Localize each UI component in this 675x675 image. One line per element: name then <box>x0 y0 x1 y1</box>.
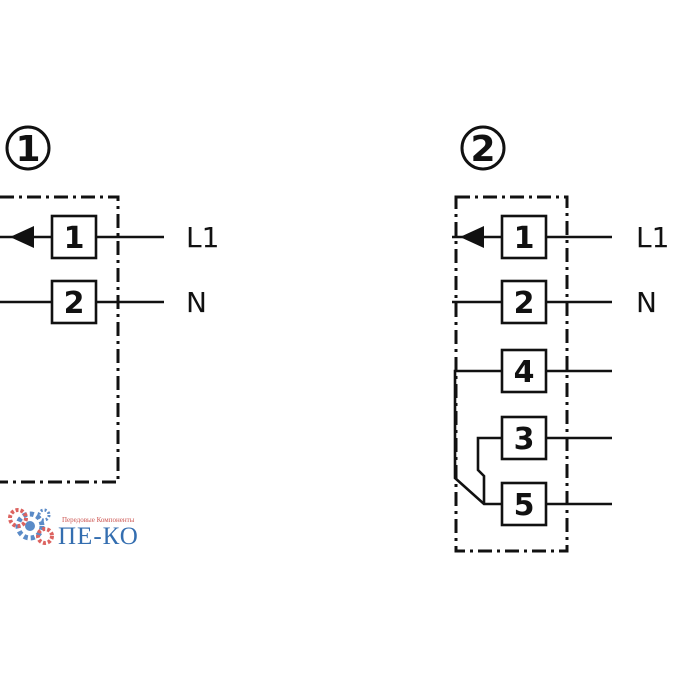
signal-label: L1 <box>186 221 219 254</box>
terminal-label: 1 <box>64 221 85 256</box>
signal-label: N <box>186 286 207 319</box>
terminal-label: 3 <box>514 422 535 457</box>
watermark-logo: Передовые Компоненты ПЕ-КО <box>8 508 139 550</box>
logo-tagline: Передовые Компоненты <box>62 516 135 524</box>
diagram-2-terminal-row-1: 1 L1 <box>452 214 669 260</box>
arrow-left-icon <box>460 226 484 248</box>
diagram-2-number: 2 <box>470 129 495 170</box>
internal-wire-3-to-5 <box>476 436 502 504</box>
signal-label: L1 <box>636 221 669 254</box>
diagram-2-terminal-row-2: 2 N <box>452 279 657 325</box>
diagram-2-terminal-row-3: 3 <box>500 415 612 461</box>
terminal-label: 2 <box>514 286 535 321</box>
terminal-label: 2 <box>64 286 85 321</box>
terminal-box <box>500 415 548 461</box>
diagram-2: 2 1 L1 2 N 4 <box>452 125 669 553</box>
diagram-1-number-badge: 1 <box>5 125 51 171</box>
gear-icon <box>8 508 54 545</box>
signal-label: N <box>636 286 657 319</box>
arrow-left-icon <box>10 226 34 248</box>
diagram-2-number-badge: 2 <box>460 125 506 171</box>
internal-wire-4-to-5 <box>453 369 502 506</box>
terminal-box <box>500 348 548 394</box>
terminal-box <box>50 214 98 260</box>
terminal-label: 1 <box>514 221 535 256</box>
logo-brand: ПЕ-КО <box>58 523 139 550</box>
terminal-label: 4 <box>514 355 535 390</box>
diagram-1: 1 1 L1 2 N <box>0 125 219 484</box>
diagram-1-terminal-row-1: 1 L1 <box>0 214 219 260</box>
diagram-1-enclosure <box>0 195 120 484</box>
terminal-label: 5 <box>514 488 535 523</box>
diagram-1-terminal-row-2: 2 N <box>0 279 207 325</box>
terminal-box <box>500 279 548 325</box>
diagram-1-number: 1 <box>15 129 40 170</box>
diagram-2-terminal-row-4: 4 <box>500 348 612 394</box>
diagram-2-terminal-row-5: 5 <box>500 481 612 527</box>
